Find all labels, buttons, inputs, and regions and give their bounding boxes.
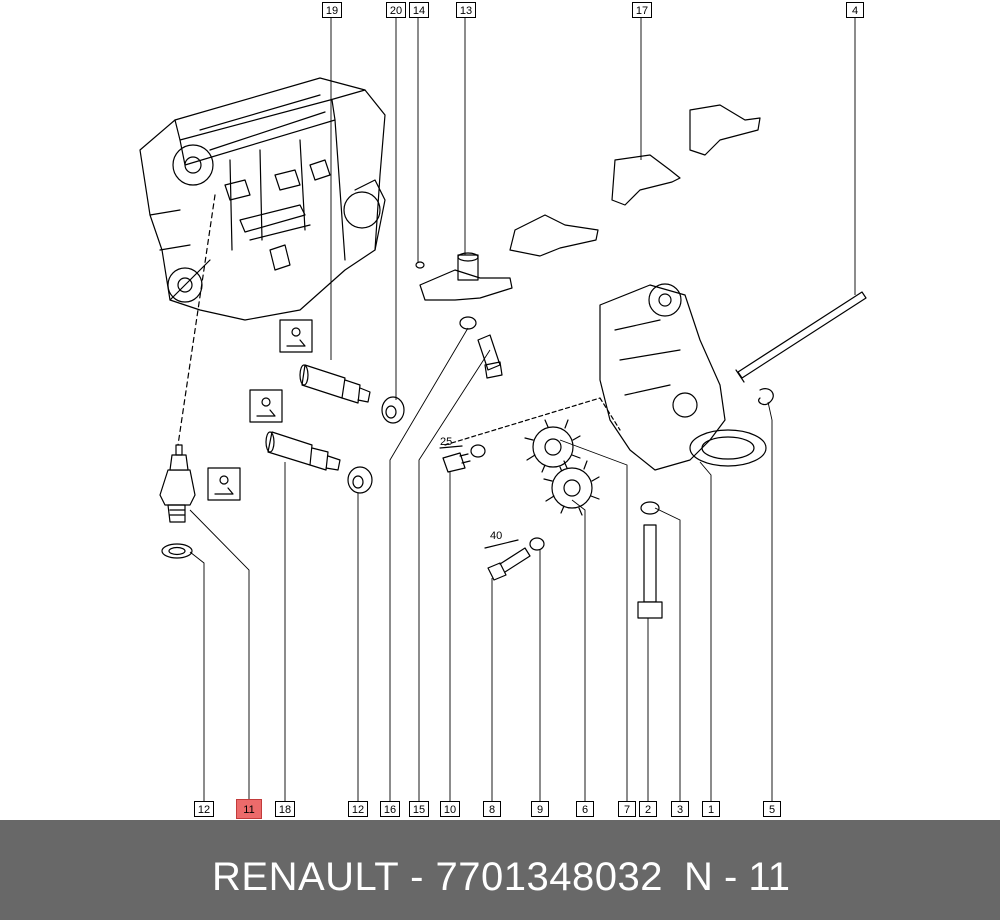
long-bolt-2-illustration <box>637 524 663 619</box>
washer-3 <box>640 501 660 515</box>
oil-pump-body-illustration <box>599 283 767 471</box>
callout-4: 4 <box>846 2 864 18</box>
symbol-box-1 <box>279 319 313 353</box>
gear-6-illustration <box>543 460 600 516</box>
footer-part-number: RENAULT - 7701348032 <box>212 855 664 899</box>
sensor-19-illustration <box>299 364 371 404</box>
symbol-box-3 <box>207 467 241 501</box>
bracket-13-illustration <box>415 252 513 301</box>
bolt-15-illustration <box>477 334 503 379</box>
bracket-17-illustration <box>509 104 761 257</box>
leader-lines <box>189 18 856 801</box>
callout-11-highlighted: 11 <box>236 799 262 819</box>
engine-block-illustration <box>139 77 386 321</box>
callout-15: 15 <box>409 801 429 817</box>
callout-3: 3 <box>671 801 689 817</box>
washer-9 <box>529 537 545 551</box>
dimension-40: 40 <box>490 530 503 542</box>
callout-20: 20 <box>386 2 406 18</box>
callout-6: 6 <box>576 801 594 817</box>
callout-18: 18 <box>275 801 295 817</box>
gear-7-illustration <box>524 419 581 475</box>
callout-17: 17 <box>632 2 652 18</box>
callout-14: 14 <box>409 2 429 18</box>
bolt-8-illustration <box>487 547 531 581</box>
washer-12-right <box>347 466 373 494</box>
callout-7: 7 <box>618 801 636 817</box>
dimension-25: 25 <box>440 436 453 448</box>
footer-reference: N - 11 <box>684 855 790 899</box>
long-stud-4-illustration <box>735 291 867 383</box>
diagram-drawing <box>139 18 867 801</box>
callout-9: 9 <box>531 801 549 817</box>
dashed-location-line <box>177 194 216 446</box>
callout-2: 2 <box>639 801 657 817</box>
callout-8: 8 <box>483 801 501 817</box>
washer-12-left <box>161 543 193 559</box>
washer-10 <box>470 444 486 458</box>
callout-16: 16 <box>380 801 400 817</box>
washer-16 <box>459 316 477 330</box>
callout-13: 13 <box>456 2 476 18</box>
bolt-10-illustration <box>442 452 471 473</box>
callout-1: 1 <box>702 801 720 817</box>
washer-20 <box>381 396 405 424</box>
callout-10: 10 <box>440 801 460 817</box>
callout-12-right: 12 <box>348 801 368 817</box>
exploded-parts-diagram: 19 20 14 13 17 4 12 11 18 12 16 15 10 8 … <box>139 2 867 819</box>
oil-pressure-switch-illustration <box>159 444 196 523</box>
callout-5: 5 <box>763 801 781 817</box>
footer-bar <box>0 820 1000 920</box>
symbol-box-2 <box>249 389 283 423</box>
callout-12-left: 12 <box>194 801 214 817</box>
clip-14 <box>415 261 425 269</box>
callout-19: 19 <box>322 2 342 18</box>
clip-5 <box>758 388 774 406</box>
temperature-sensor-illustration <box>265 431 341 471</box>
